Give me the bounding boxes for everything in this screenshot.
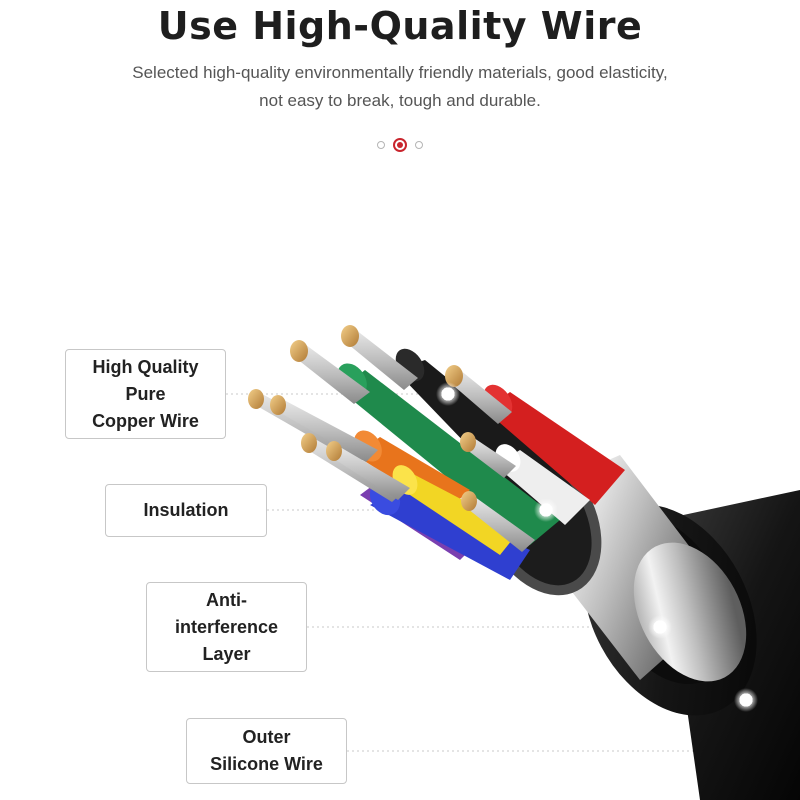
callout-insulation-label: Insulation (143, 500, 229, 520)
carousel-dot-1[interactable] (377, 141, 385, 149)
callout-outer-silicone: Outer Silicone Wire (186, 718, 347, 784)
carousel-indicator (0, 138, 800, 152)
callout-copper-line3: Copper Wire (92, 410, 199, 431)
callout-anti-interference: Anti- interference Layer (146, 582, 307, 672)
callout-copper-wire: High Quality Pure Copper Wire (65, 349, 226, 439)
callout-outer-line1: Outer (242, 727, 291, 747)
marker-points (436, 382, 758, 712)
callout-anti-line3: Layer (202, 643, 251, 664)
callout-outer-line2: Silicone Wire (210, 754, 323, 774)
carousel-dot-2-active[interactable] (393, 138, 407, 152)
page-title: Use High-Quality Wire (157, 4, 643, 48)
subtitle-line-1: Selected high-quality environmentally fr… (132, 63, 668, 82)
leader-lines (226, 393, 746, 752)
callout-insulation: Insulation (105, 484, 267, 537)
callout-copper-line2: Pure (125, 383, 166, 404)
callout-anti-line1: Anti- (206, 589, 247, 610)
callout-anti-line2: interference (174, 616, 279, 637)
carousel-dot-3[interactable] (415, 141, 423, 149)
subtitle-line-2: not easy to break, tough and durable. (259, 91, 541, 110)
callout-copper-line1: High Quality (92, 356, 199, 377)
copper-strands (248, 325, 535, 552)
